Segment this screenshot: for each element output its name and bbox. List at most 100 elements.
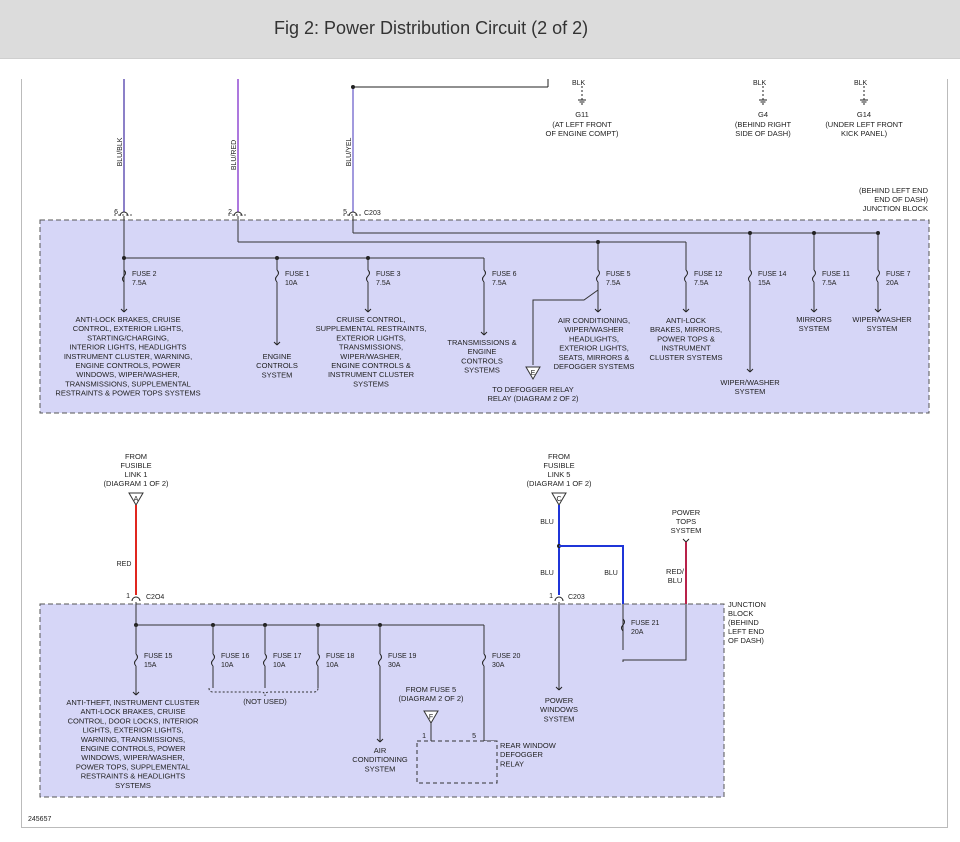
junction-block-title: (BEHIND LEFT END [859,186,929,195]
figure-header: Fig 2: Power Distribution Circuit (2 of … [0,0,960,59]
splice-dot [122,256,126,260]
relay-label: RELAY [500,759,524,768]
fuse-12-loads: CLUSTER SYSTEMS [650,353,723,362]
ground-desc: KICK PANEL) [841,129,888,138]
fuse-2-loads: TRANSMISSIONS, SUPPLEMENTAL [65,379,191,388]
ref-e-text: TO DEFOGGER RELAY [492,385,573,394]
fuse-5-loads: AIR CONDITIONING, [558,316,630,325]
arrow-icon [376,738,384,743]
fuse-5-loads: WIPER/WASHER [564,325,624,334]
ground-wire-label: BLK [753,80,767,87]
fuse-label: FUSE 14 [758,271,787,278]
connector-icon [554,596,564,602]
fuse-label: FUSE 21 [631,620,660,627]
pin-number: 1 [126,593,130,600]
fuse-label: FUSE 16 [221,653,250,660]
fuse-icon [134,653,138,667]
fuse-3-loads: SUPPLEMENTAL RESTRAINTS, [316,324,427,333]
fuse-rating: 7.5A [694,280,709,287]
ground-wire-label: BLK [572,80,586,87]
fuse-label: FUSE 15 [144,653,173,660]
fuse-15-loads: WARNING, TRANSMISSIONS, [81,735,185,744]
fuse-15-loads: CONTROL, DOOR LOCKS, INTERIOR [68,716,199,725]
junction-block-title: JUNCTION BLOCK [863,204,928,213]
fuse-rating: 15A [144,662,157,669]
fuse-2-loads: RESTRAINTS & POWER TOPS SYSTEMS [55,389,200,398]
splice-dot [876,231,880,235]
ref-c-triangle-letter: C [556,496,561,503]
fuse-2-loads: WINDOWS, WIPER/WASHER, [76,370,179,379]
input-c-source: FUSIBLE [543,461,574,470]
ref-f-text: FROM FUSE 5 [406,685,456,694]
pin-number: 6 [114,209,118,216]
fuse-5-branch [532,289,599,365]
ground-id: G11 [575,110,589,119]
fuse-rating: 10A [326,662,339,669]
fuse-5-loads: EXTERIOR LIGHTS, [559,344,629,353]
input-c-source: LINK 5 [548,470,571,479]
ac-loads: SYSTEM [365,764,396,773]
fuse-6-loads: SYSTEMS [464,366,500,375]
fuse-1-loads: ENGINE [263,352,292,361]
junction-block-title: LEFT END [728,627,765,636]
power-windows-loads: POWER [545,696,574,705]
ground-desc: (UNDER LEFT FRONT [825,120,903,129]
arrow-icon [132,691,140,696]
connector-id: C2O4 [146,594,164,601]
fuse-icon [378,653,382,667]
arrow-icon [364,308,372,313]
fuse-2-loads: STARTING/CHARGING, [87,333,169,342]
fuse-icon [316,653,320,667]
arrow-icon [555,686,563,691]
fuse-rating: 7.5A [132,280,147,287]
fuse-1-loads: CONTROLS [256,361,298,370]
arrow-icon [594,308,602,313]
fuse-2-loads: INSTRUMENT CLUSTER, WARNING, [64,352,192,361]
fuse-label: FUSE 1 [285,271,310,278]
fuse-2-loads: ANTI-LOCK BRAKES, CRUISE [75,315,180,324]
ground-icon [860,99,868,105]
fuse-14-loads: SYSTEM [735,387,766,396]
fuse-12-loads: INSTRUMENT [661,344,711,353]
splice-dot [275,256,279,260]
ref-f-triangle-letter: F [429,714,433,721]
pin-number: 1 [549,593,553,600]
diagram-frame [21,79,948,828]
pin-number: 5 [472,733,476,740]
ground-id: G4 [758,110,768,119]
junction-block-title: BLOCK [728,609,753,618]
fuse-15-loads: ENGINE CONTROLS, POWER [80,744,186,753]
fuse-6-loads: TRANSMISSIONS & [447,338,516,347]
ac-loads: CONDITIONING [352,755,408,764]
arrow-icon [120,308,128,313]
fuse-2-loads: INTERIOR LIGHTS, HEADLIGHTS [69,343,186,352]
ground-icon [578,99,586,105]
fuse-label: FUSE 3 [376,271,401,278]
fuse-21-output [622,604,687,662]
power-tops-label: SYSTEM [671,526,702,535]
fuse-5-loads: HEADLIGHTS, [569,334,619,343]
arrow-icon [682,538,690,543]
fuse-rating: 7.5A [822,280,837,287]
input-a-source: LINK 1 [125,470,148,479]
fuse-icon [366,269,370,283]
fuse-15-loads: POWER TOPS, SUPPLEMENTAL [76,762,190,771]
ac-loads: AIR [374,746,387,755]
fuse-icon [263,653,267,667]
fuse-2-loads: CONTROL, EXTERIOR LIGHTS, [73,324,183,333]
wire-label: BLU [540,519,554,526]
figure-title: Fig 2: Power Distribution Circuit (2 of … [274,18,589,38]
fuse-15-loads: LIGHTS, EXTERIOR LIGHTS, [83,726,184,735]
fuse-15-loads: WINDOWS, WIPER/WASHER, [81,753,184,762]
junction-block-title: END OF DASH) [874,195,928,204]
ground-id: G14 [857,110,871,119]
ground-desc: OF ENGINE COMPT) [546,129,619,138]
fuse-3-loads: CRUISE CONTROL, [336,315,405,324]
pin-number: 5 [343,209,347,216]
wire-label: RED/ [666,567,685,576]
input-a-source: FUSIBLE [120,461,151,470]
fuse-15-loads: ANTI-THEFT, INSTRUMENT CLUSTER [66,698,200,707]
wire-label: BLU [668,576,683,585]
fuse-label: FUSE 5 [606,271,631,278]
fuse-label: FUSE 6 [492,271,517,278]
